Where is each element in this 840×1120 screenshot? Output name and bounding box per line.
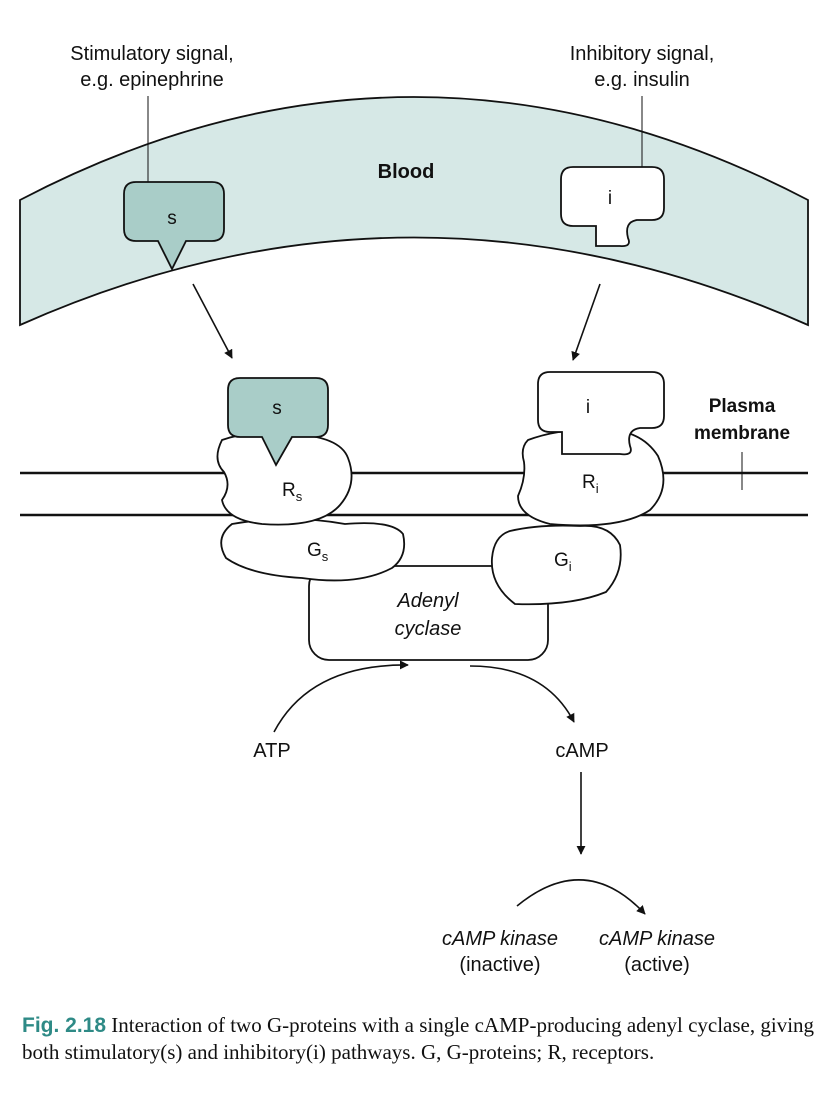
- atp-to-cyclase-arrow: [273, 660, 409, 733]
- adenyl-cyclase-line-1: Adenyl: [396, 590, 459, 612]
- adenyl-cyclase-line-2: cyclase: [395, 618, 462, 640]
- ligand-i-bound-label: i: [586, 397, 590, 418]
- plasma-membrane-line-1: Plasma: [709, 396, 776, 417]
- figure-caption: Fig. 2.18 Interaction of two G-proteins …: [22, 1012, 818, 1066]
- ligand-s-bound-label: s: [272, 398, 282, 419]
- kinase-active-line-1: cAMP kinase: [599, 928, 715, 950]
- stimulatory-ligand-bound: [227, 377, 329, 467]
- stimulatory-ligand-blood: [123, 181, 225, 272]
- adenyl-cyclase-box: [308, 565, 549, 661]
- plasma-membrane-line-2: membrane: [694, 423, 790, 444]
- inhibitory-ligand-blood: [560, 166, 665, 247]
- inhibitory-signal-line-2: e.g. insulin: [594, 69, 690, 91]
- cyclase-to-camp-arrow: [469, 665, 575, 723]
- kinase-inactive-line-2: (inactive): [459, 954, 540, 976]
- figure-number: Fig. 2.18: [22, 1014, 107, 1037]
- inhibitory-signal-line-1: Inhibitory signal,: [570, 43, 715, 65]
- atp-label: ATP: [253, 740, 290, 762]
- gprotein-s-label: Gs: [307, 540, 329, 564]
- gprotein-i-sub: i: [569, 559, 572, 574]
- gprotein-s-shape: [220, 518, 406, 582]
- ligand-s-blood-label: s: [167, 208, 177, 229]
- receptor-i-sub: i: [596, 481, 599, 496]
- inhibitory-arrow: [571, 283, 601, 361]
- stimulatory-signal-line-2: e.g. epinephrine: [80, 69, 223, 91]
- receptor-s-sub: s: [296, 489, 303, 504]
- g-protein-diagram: s i s i Rs Ri Gs Gi Adenyl cyclase Stimu…: [19, 43, 809, 976]
- receptor-i-main: R: [582, 472, 596, 493]
- receptor-s-main: R: [282, 480, 296, 501]
- blood-label: Blood: [378, 161, 435, 183]
- camp-label: cAMP: [555, 740, 608, 762]
- kinase-activation-arrow: [516, 879, 646, 915]
- kinase-active-line-2: (active): [624, 954, 690, 976]
- stimulatory-signal-line-1: Stimulatory signal,: [70, 43, 233, 65]
- caption-text: Interaction of two G-proteins with a sin…: [22, 1013, 815, 1064]
- kinase-inactive-line-1: cAMP kinase: [442, 928, 558, 950]
- ligand-i-blood-label: i: [608, 188, 612, 209]
- gprotein-i-main: G: [554, 550, 569, 571]
- blood-band: [19, 96, 809, 327]
- gprotein-s-main: G: [307, 540, 322, 561]
- stimulatory-arrow: [192, 283, 233, 359]
- gprotein-i-label: Gi: [554, 550, 572, 574]
- receptor-i-label: Ri: [582, 472, 599, 496]
- inhibitory-ligand-bound: [537, 371, 665, 456]
- gprotein-s-sub: s: [322, 549, 329, 564]
- receptor-s-label: Rs: [282, 480, 303, 504]
